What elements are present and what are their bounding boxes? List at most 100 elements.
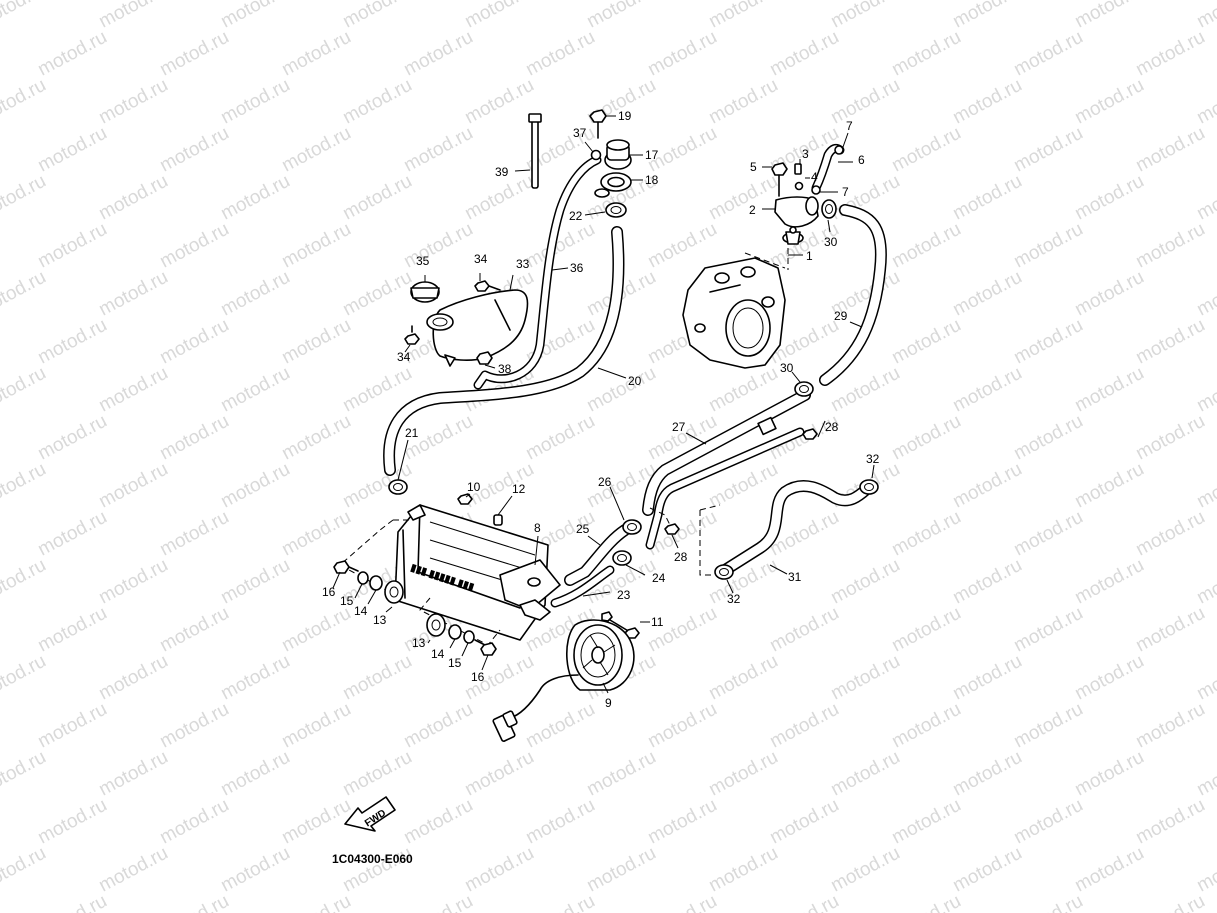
watermark-text: motod.ru: [34, 795, 110, 849]
watermark-text: motod.ru: [827, 843, 903, 897]
callout-28-upper: 28: [825, 420, 839, 434]
bolt-34-upper: [474, 280, 501, 292]
watermark-text: motod.ru: [156, 795, 232, 849]
watermark-text: motod.ru: [1132, 603, 1208, 657]
watermark-text: motod.ru: [461, 75, 537, 129]
watermark-text: motod.ru: [461, 0, 537, 32]
hose-clamp-21: [388, 479, 408, 495]
washer-15-left: [357, 571, 369, 585]
callout-32-lower: 32: [727, 592, 741, 606]
watermark-text: motod.ru: [400, 27, 476, 81]
callout-13-lower: 13: [412, 636, 426, 650]
dash-line-hose-31: [699, 504, 721, 576]
callout-28-lower: 28: [674, 550, 688, 564]
callout-11: 11: [651, 615, 664, 629]
watermark-text: motod.ru: [949, 0, 1025, 32]
watermark-text: motod.ru: [949, 843, 1025, 897]
watermark-text: motod.ru: [95, 171, 171, 225]
watermark-text: motod.ru: [1010, 315, 1086, 369]
watermark-text: motod.ru: [0, 843, 50, 897]
watermark-text: motod.ru: [1193, 651, 1217, 705]
watermark-text: motod.ru: [1132, 507, 1208, 561]
breather-pipe-6: [811, 143, 845, 193]
watermark-text: motod.ru: [34, 411, 110, 465]
watermark-text: motod.ru: [156, 603, 232, 657]
watermark-text: motod.ru: [217, 75, 293, 129]
watermark-text: motod.ru: [1010, 123, 1086, 177]
watermark-text: motod.ru: [949, 171, 1025, 225]
watermark-text: motod.ru: [339, 267, 415, 321]
watermark-text: motod.ru: [949, 747, 1025, 801]
callout-34-upper: 34: [474, 252, 488, 266]
callout-leaders: [332, 115, 875, 694]
watermark-text: motod.ru: [888, 507, 964, 561]
watermark-text: motod.ru: [278, 411, 354, 465]
watermark-text: motod.ru: [95, 843, 171, 897]
watermark-text: motod.ru: [34, 699, 110, 753]
callout-31: 31: [788, 570, 802, 584]
callout-37: 37: [573, 126, 587, 140]
watermark-text: motod.ru: [766, 27, 842, 81]
watermark-text: motod.ru: [888, 795, 964, 849]
watermark-text: motod.ru: [156, 315, 232, 369]
callout-26: 26: [598, 475, 612, 489]
callout-24: 24: [652, 571, 666, 585]
watermark-text: motod.ru: [95, 267, 171, 321]
watermark-text: motod.ru: [217, 651, 293, 705]
callout-6: 6: [858, 153, 865, 167]
watermark-text: motod.ru: [34, 507, 110, 561]
collar-14-lower: [448, 624, 462, 640]
watermark-text: motod.ru: [1010, 795, 1086, 849]
watermark-text: motod.ru: [705, 0, 781, 32]
watermark-text: motod.ru: [827, 651, 903, 705]
bolt-19: [589, 109, 607, 139]
watermark-text: motod.ru: [156, 411, 232, 465]
watermark-text: motod.ru: [1071, 0, 1147, 32]
watermark-text: motod.ru: [888, 315, 964, 369]
hose-20: [383, 226, 625, 476]
bolt-11: [601, 611, 640, 639]
callout-14-lower: 14: [431, 647, 445, 661]
watermark-text: motod.ru: [95, 0, 171, 32]
watermark-text: motod.ru: [949, 267, 1025, 321]
watermark-text: motod.ru: [1071, 267, 1147, 321]
watermark-text: motod.ru: [1010, 411, 1086, 465]
watermark-text: motod.ru: [949, 555, 1025, 609]
watermark-text: motod.ru: [278, 315, 354, 369]
watermark-text: motod.ru: [278, 891, 354, 913]
callout-15-lower: 15: [448, 656, 462, 670]
callout-17: 17: [645, 148, 659, 162]
callout-13-left: 13: [373, 613, 387, 627]
watermark-text: motod.ru: [339, 747, 415, 801]
watermark-text: motod.ru: [705, 75, 781, 129]
watermark-text: motod.ru: [827, 0, 903, 32]
watermark-text: motod.ru: [1193, 747, 1217, 801]
watermark-text: motod.ru: [1193, 75, 1217, 129]
watermark-text: motod.ru: [95, 555, 171, 609]
callout-32-upper: 32: [866, 452, 880, 466]
watermark-text: motod.ru: [1010, 603, 1086, 657]
cooling-fan-9: [492, 619, 635, 742]
watermark-text: motod.ru: [583, 843, 659, 897]
hose-36: [473, 155, 602, 390]
callout-16-left: 16: [322, 585, 336, 599]
watermark-text: motod.ru: [34, 27, 110, 81]
callout-8: 8: [534, 521, 541, 535]
hose-clamp-22: [605, 202, 627, 218]
callout-25: 25: [576, 522, 590, 536]
radiator-8: ▮▮▮ ▮▮▮▮▮ ▮▮▮: [394, 504, 561, 641]
watermark-text: motod.ru: [156, 507, 232, 561]
callout-35: 35: [416, 254, 430, 268]
watermark-text: motod.ru: [400, 891, 476, 913]
watermark-text: motod.ru: [522, 219, 598, 273]
clamp-7-lower: [811, 185, 821, 195]
watermark-text: motod.ru: [1071, 555, 1147, 609]
watermark-text: motod.ru: [156, 27, 232, 81]
watermark-text: motod.ru: [644, 795, 720, 849]
watermark-text: motod.ru: [583, 0, 659, 32]
hose-29: [819, 204, 887, 386]
nut-38: [476, 351, 493, 365]
callout-27: 27: [672, 420, 686, 434]
callout-3: 3: [802, 147, 809, 161]
watermark-text: motod.ru: [888, 123, 964, 177]
